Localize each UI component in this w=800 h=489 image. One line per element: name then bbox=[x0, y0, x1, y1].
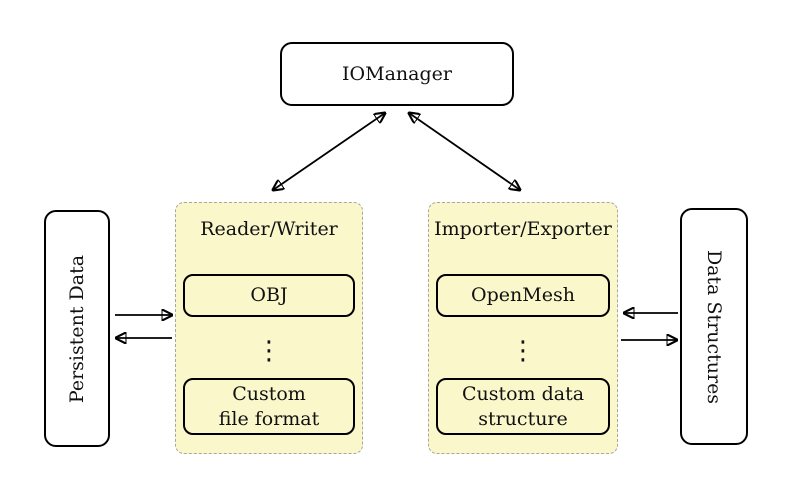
node-persistent-data: Persistent Data bbox=[44, 210, 110, 447]
node-data-structures: Data Structures bbox=[680, 208, 748, 445]
node-obj-label: OBJ bbox=[250, 284, 288, 306]
node-custom-data-structure-line2: structure bbox=[478, 407, 568, 430]
node-data-structures-label: Data Structures bbox=[703, 249, 725, 404]
arrow-iomanager-importerexporter bbox=[409, 113, 520, 190]
node-custom-file-format-line1: Custom bbox=[232, 382, 306, 405]
group-reader-writer: Reader/Writer OBJ ⋮ Custom file format bbox=[175, 202, 363, 454]
node-iomanager-label: IOManager bbox=[342, 63, 452, 85]
node-iomanager: IOManager bbox=[280, 42, 514, 106]
node-custom-file-format-line2: file format bbox=[218, 407, 320, 430]
group-importer-exporter: Importer/Exporter OpenMesh ⋮ Custom data… bbox=[428, 202, 618, 454]
node-custom-data-structure: Custom data structure bbox=[436, 378, 610, 435]
vertical-ellipsis-icon: ⋮ bbox=[256, 336, 282, 366]
group-importer-exporter-title: Importer/Exporter bbox=[434, 218, 612, 240]
vertical-ellipsis-icon: ⋮ bbox=[510, 336, 536, 366]
node-custom-file-format: Custom file format bbox=[183, 378, 355, 435]
node-openmesh-label: OpenMesh bbox=[471, 284, 575, 306]
arrow-iomanager-readerwriter bbox=[273, 113, 385, 190]
node-openmesh: OpenMesh bbox=[436, 274, 610, 317]
group-reader-writer-title: Reader/Writer bbox=[200, 218, 338, 240]
node-obj: OBJ bbox=[183, 274, 355, 317]
node-persistent-data-label: Persistent Data bbox=[66, 254, 88, 403]
node-custom-data-structure-line1: Custom data bbox=[461, 382, 585, 405]
